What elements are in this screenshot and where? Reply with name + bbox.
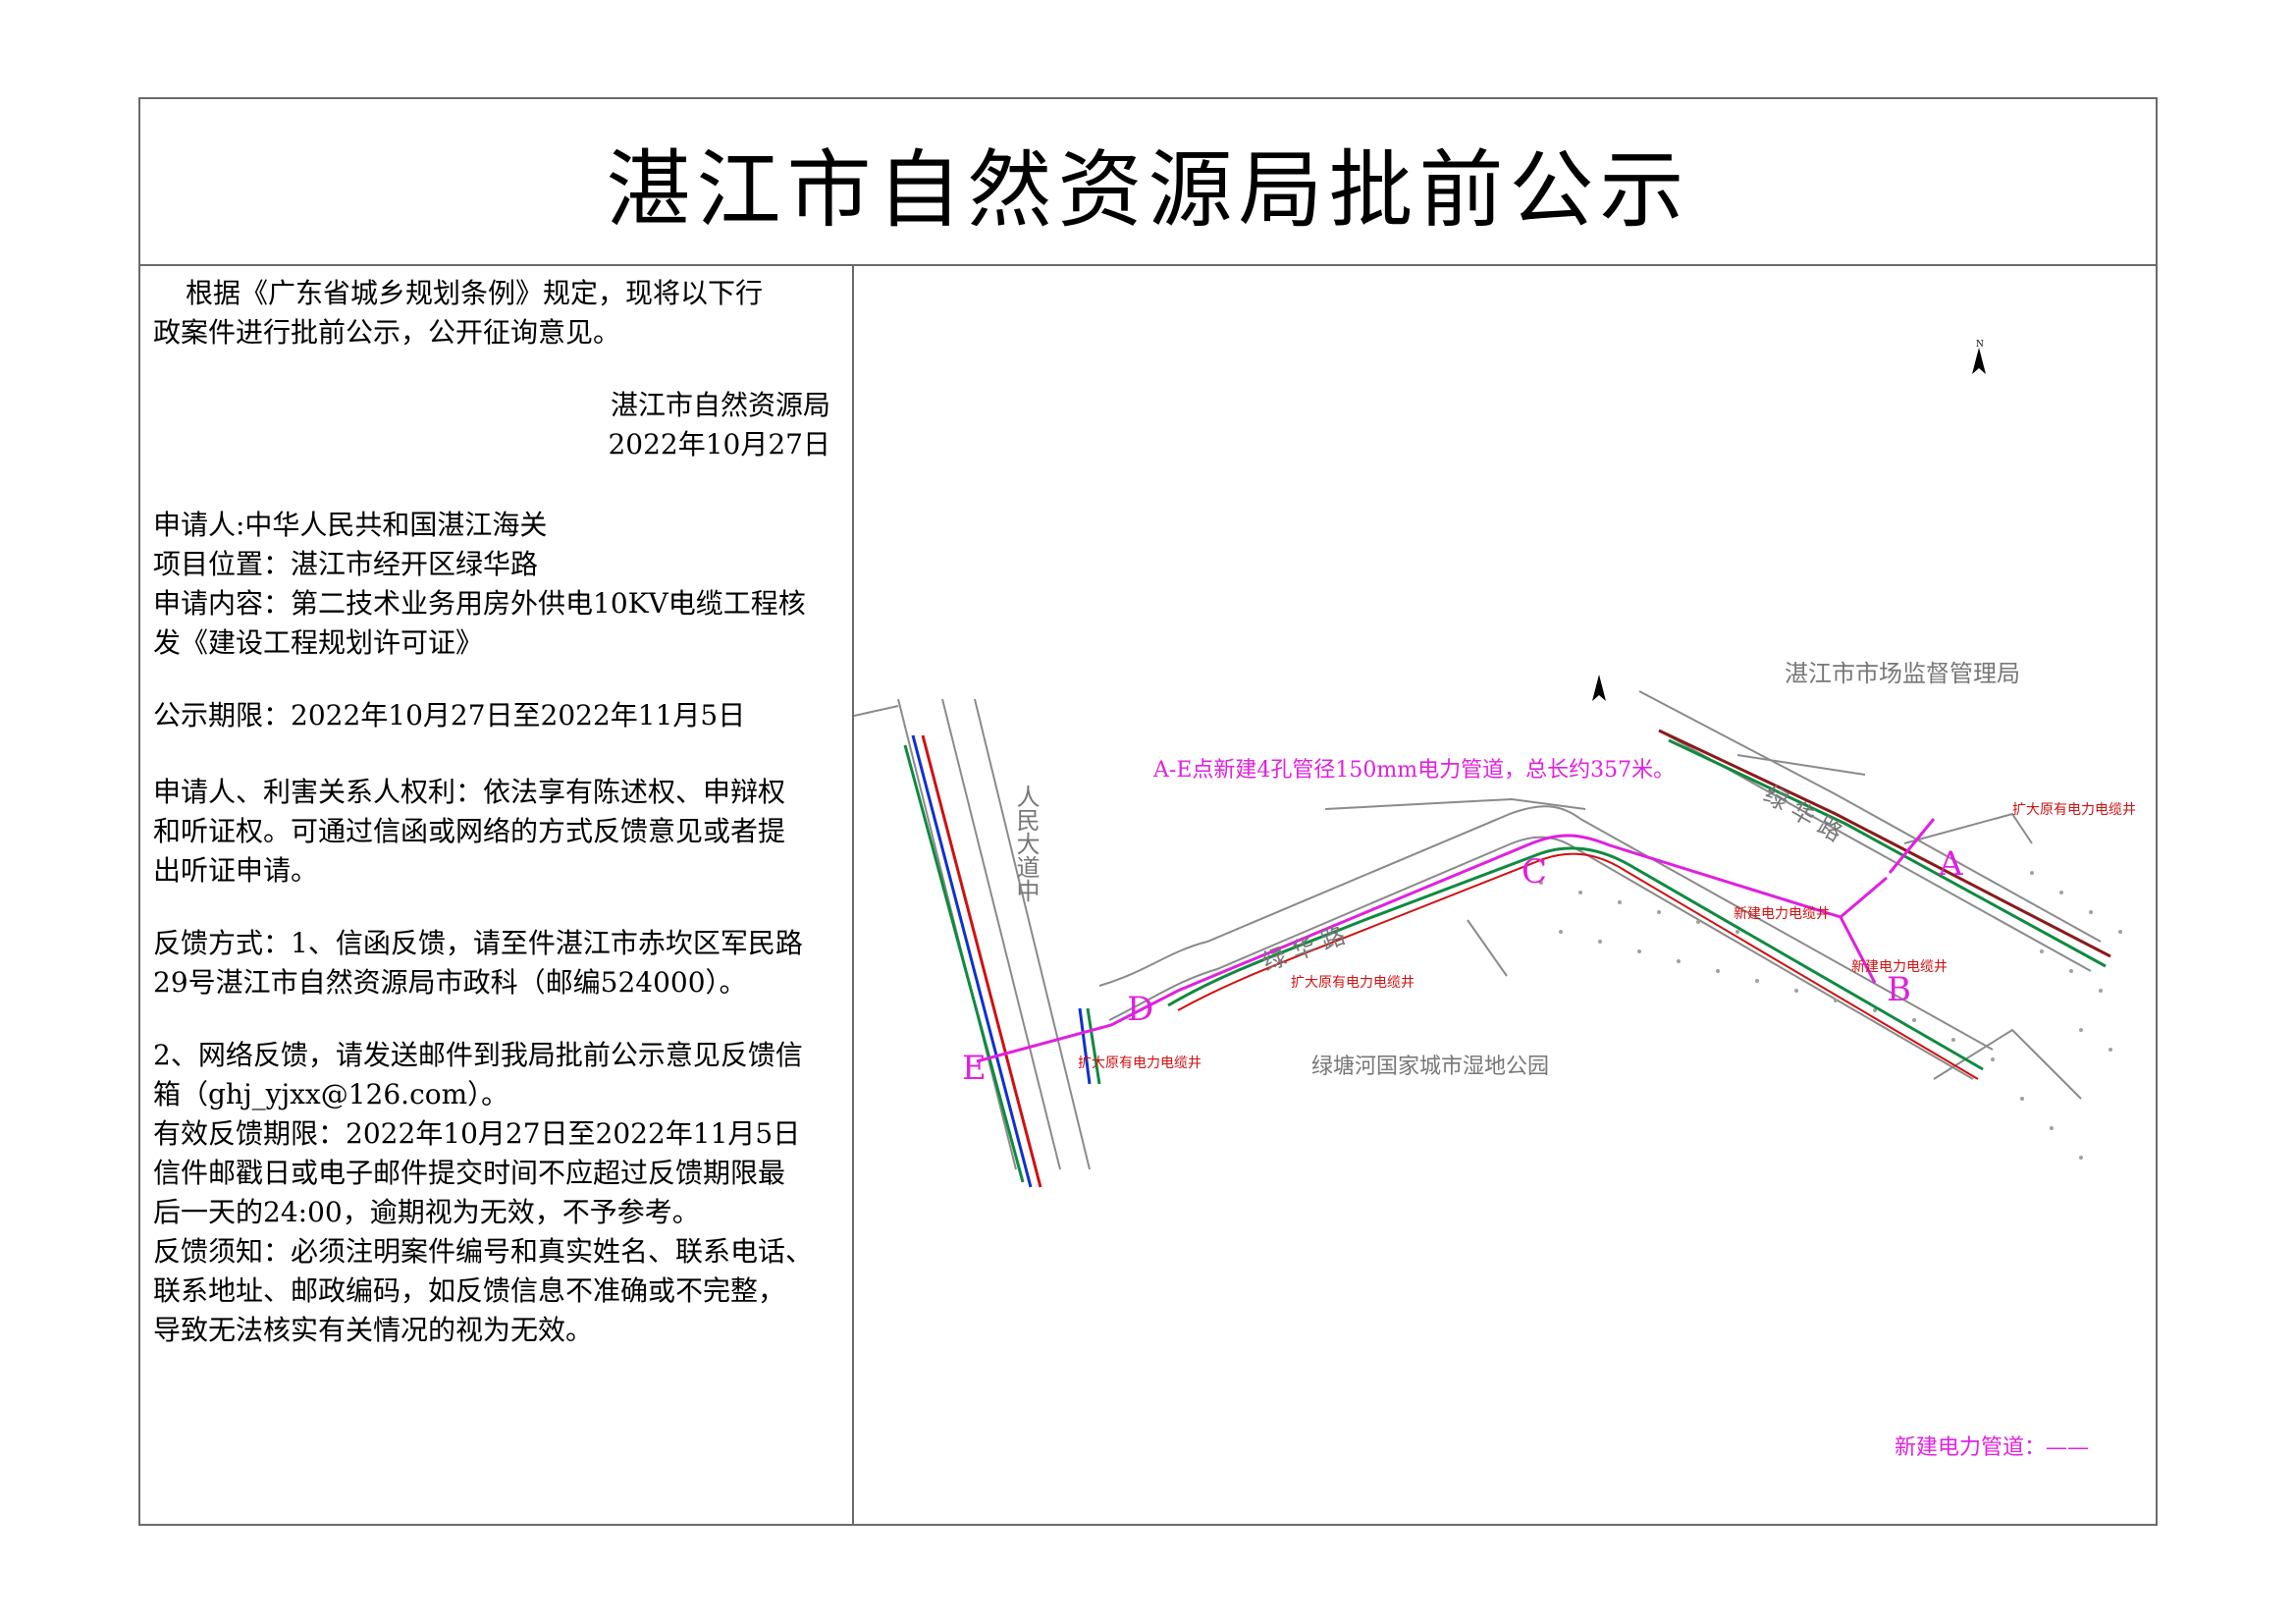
application-content-cont: 发《建设工程规划许可证》 [153, 626, 484, 659]
feedback-email[interactable]: 箱（ghj_yjxx@126.com）。 [153, 1078, 509, 1110]
intro-line-2: 政案件进行批前公示，公开征询意见。 [153, 316, 621, 349]
road-label-lvhua-west: 绿 华 路 [1258, 921, 1349, 976]
park-label: 绿塘河国家城市湿地公园 [1311, 1055, 1549, 1079]
legend-new-pipeline: 新建电力管道：—— [1895, 1435, 2089, 1460]
feedback-rule-1: 信件邮戳日或电子邮件提交时间不应超过反馈期限最 [153, 1157, 786, 1189]
site-map-panel: N [853, 264, 2156, 1524]
new-pipeline-route [976, 818, 1936, 1063]
svg-text:N: N [1976, 340, 1984, 350]
rights-line-1: 申请人、利害关系人权利：依法享有陈述权、申辩权 [153, 776, 786, 808]
application-content: 申请内容：第二技术业务用房外供电10KV电缆工程核 [153, 587, 806, 620]
point-e: E [962, 1049, 987, 1088]
green-area-dots [1539, 871, 2122, 1160]
well-ext-e-label: 扩大原有电力电缆井 [1078, 1056, 1201, 1071]
signature-org: 湛江市自然资源局 [610, 389, 830, 421]
intro-line-1: 根据《广东省城乡规划条例》规定，现将以下行 [186, 277, 764, 309]
page-title: 湛江市自然资源局批前公示 [606, 140, 1690, 240]
feedback-deadline: 有效反馈期限：2022年10月27日至2022年11月5日 [153, 1117, 801, 1150]
notice-frame: 湛江市自然资源局批前公示 根据《广东省城乡规划条例》规定，现将以下行 政案件进行… [138, 97, 2158, 1526]
title-row: 湛江市自然资源局批前公示 [140, 99, 2156, 266]
north-arrow-icon: N [1972, 340, 1986, 374]
well-ext-d-label: 扩大原有电力电缆井 [1291, 975, 1415, 991]
point-a: A [1938, 844, 1963, 884]
project-location: 项目位置：湛江市经开区绿华路 [153, 548, 539, 580]
well-labels: 扩大原有电力电缆井 扩大原有电力电缆井 扩大原有电力电缆井 新建电力电缆井 新建… [1078, 802, 2136, 1071]
applicant: 申请人:中华人民共和国湛江海关 [153, 509, 548, 541]
feedback-note-3: 导致无法核实有关情况的视为无效。 [153, 1314, 594, 1346]
bureau-label: 湛江市市场监督管理局 [1785, 660, 2020, 687]
rights-line-2: 和听证权。可通过信函或网络的方式反馈意见或者提 [153, 815, 786, 847]
point-b: B [1887, 970, 1911, 1009]
rights-line-3: 出听证申请。 [153, 854, 319, 887]
well-new-2-label: 新建电力电缆井 [1851, 959, 1948, 975]
north-arrow-icon-2 [1592, 675, 1606, 701]
well-new-1-label: 新建电力电缆井 [1734, 906, 1830, 922]
feedback-note-2: 联系地址、邮政编码，如反馈信息不准确或不完整， [153, 1274, 786, 1307]
well-ext-a-label: 扩大原有电力电缆井 [2012, 802, 2136, 818]
notice-text-panel: 根据《广东省城乡规划条例》规定，现将以下行 政案件进行批前公示，公开征询意见。 … [140, 264, 854, 1524]
site-plan-map: N [853, 340, 2136, 1460]
signature-date: 2022年10月27日 [608, 428, 830, 460]
point-d: D [1127, 990, 1153, 1029]
feedback-letter-1: 反馈方式：1、信函反馈，请至件湛江市赤坎区军民路 [153, 927, 803, 959]
road-network [853, 690, 2102, 1170]
publicity-period: 公示期限：2022年10月27日至2022年11月5日 [153, 699, 746, 731]
feedback-rule-2: 后一天的24:00，逾期视为无效，不予参考。 [153, 1196, 700, 1228]
feedback-online-1: 2、网络反馈，请发送邮件到我局批前公示意见反馈信 [153, 1039, 803, 1071]
feedback-letter-2: 29号湛江市自然资源局市政科（邮编524000）。 [153, 966, 747, 999]
feedback-note-1: 反馈须知：必须注明案件编号和真实姓名、联系电话、 [153, 1235, 814, 1268]
point-c: C [1522, 852, 1547, 892]
road-label-renmin: 人民大道中 [1012, 785, 1040, 902]
pipeline-description: A-E点新建4孔管径150mm电力管道，总长约357米。 [1152, 758, 1675, 783]
route-points: A B C D E [962, 844, 1963, 1088]
existing-pipelines [903, 729, 2111, 1188]
